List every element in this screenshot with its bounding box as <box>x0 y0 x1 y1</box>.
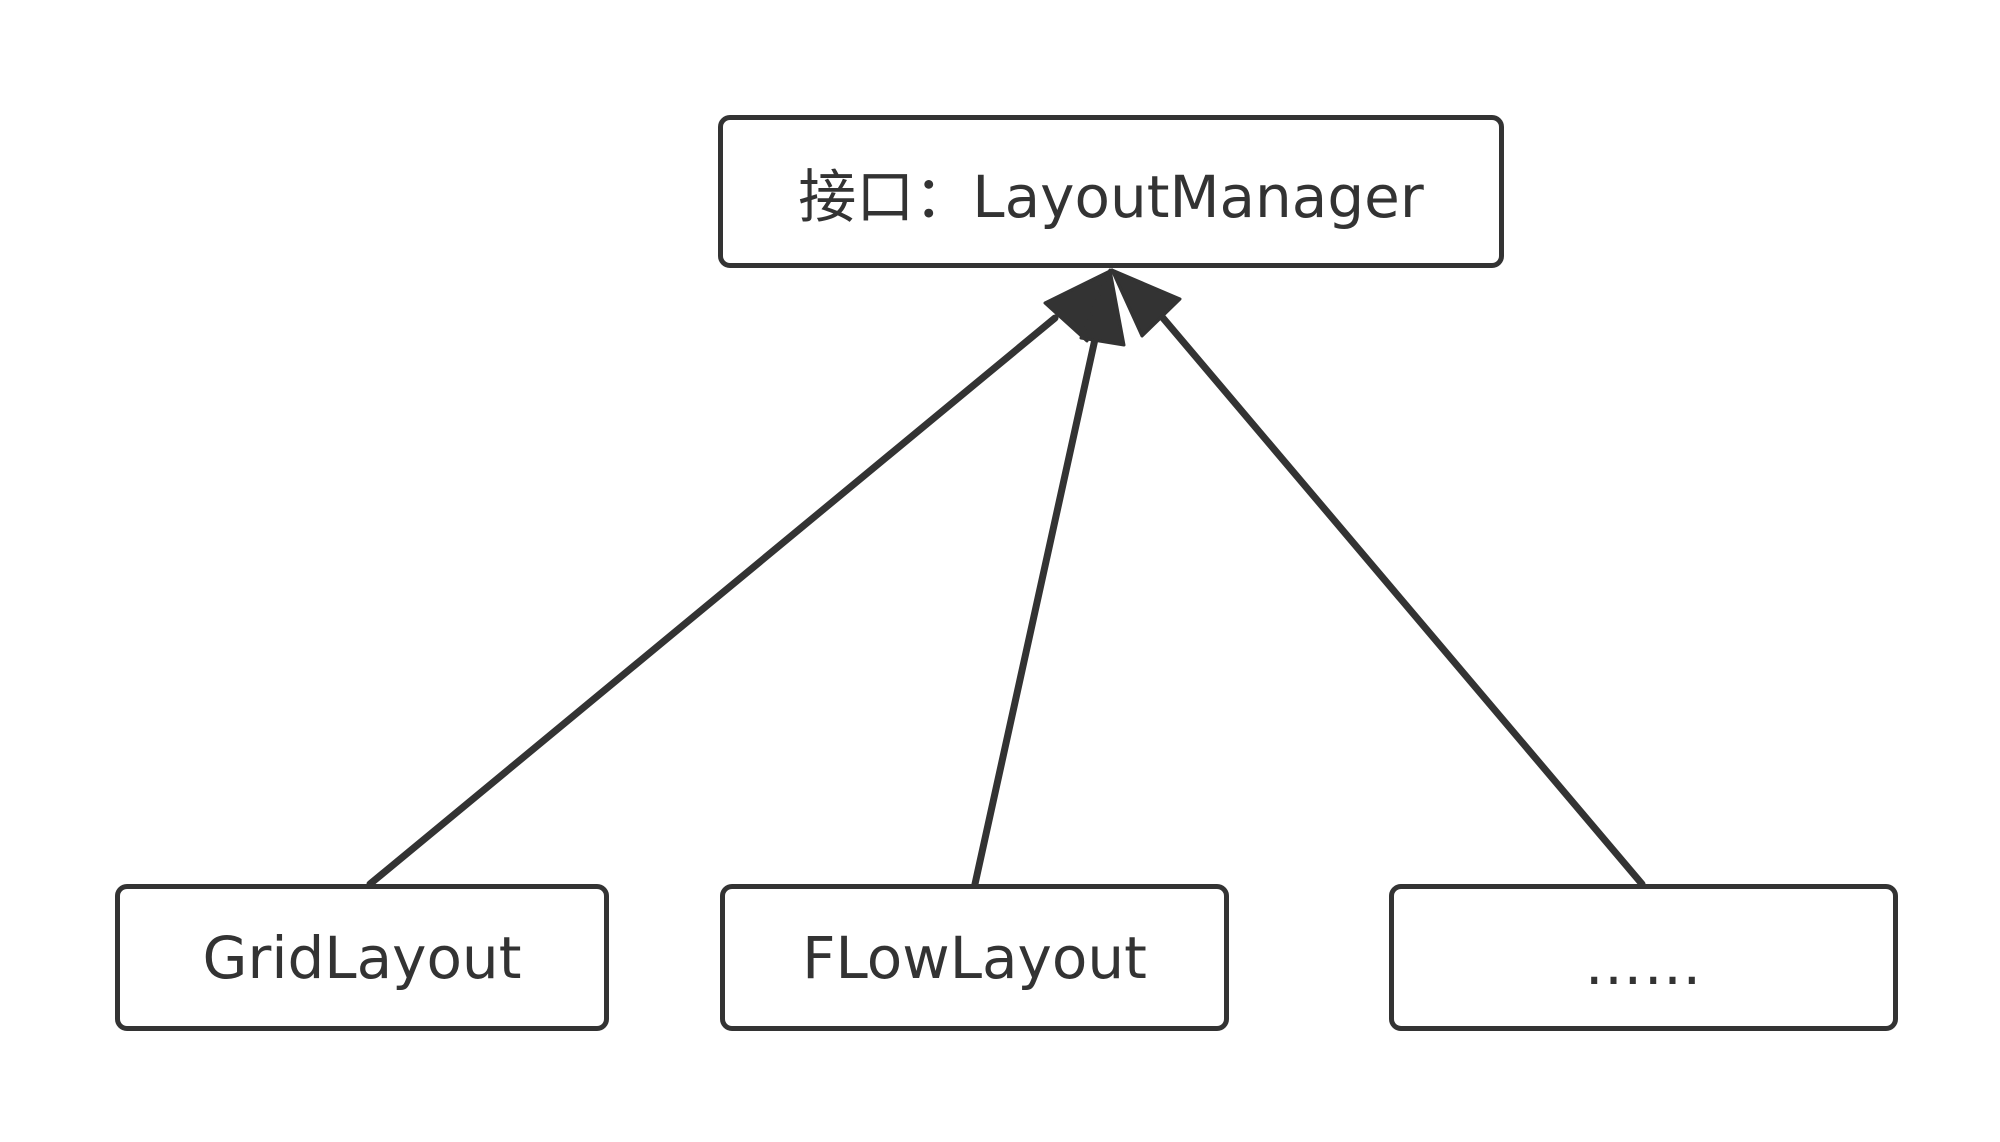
edge-grid-to-interface <box>366 314 1059 888</box>
interface-node-label: 接口：LayoutManager <box>798 162 1424 231</box>
more-implementations-node-label: …… <box>1584 929 1703 998</box>
interface-node: 接口：LayoutManager <box>718 115 1504 268</box>
arrowhead-more <box>1110 268 1182 338</box>
edge-flow-to-interface <box>971 326 1101 888</box>
flow-layout-node-label: FLowLayout <box>802 923 1147 992</box>
arrowhead-flow <box>1079 268 1126 347</box>
more-implementations-node: …… <box>1389 884 1898 1031</box>
grid-layout-node-label: GridLayout <box>202 923 522 992</box>
flow-layout-node: FLowLayout <box>720 884 1229 1031</box>
edge-more-to-interface <box>1159 314 1646 888</box>
grid-layout-node: GridLayout <box>115 884 609 1031</box>
